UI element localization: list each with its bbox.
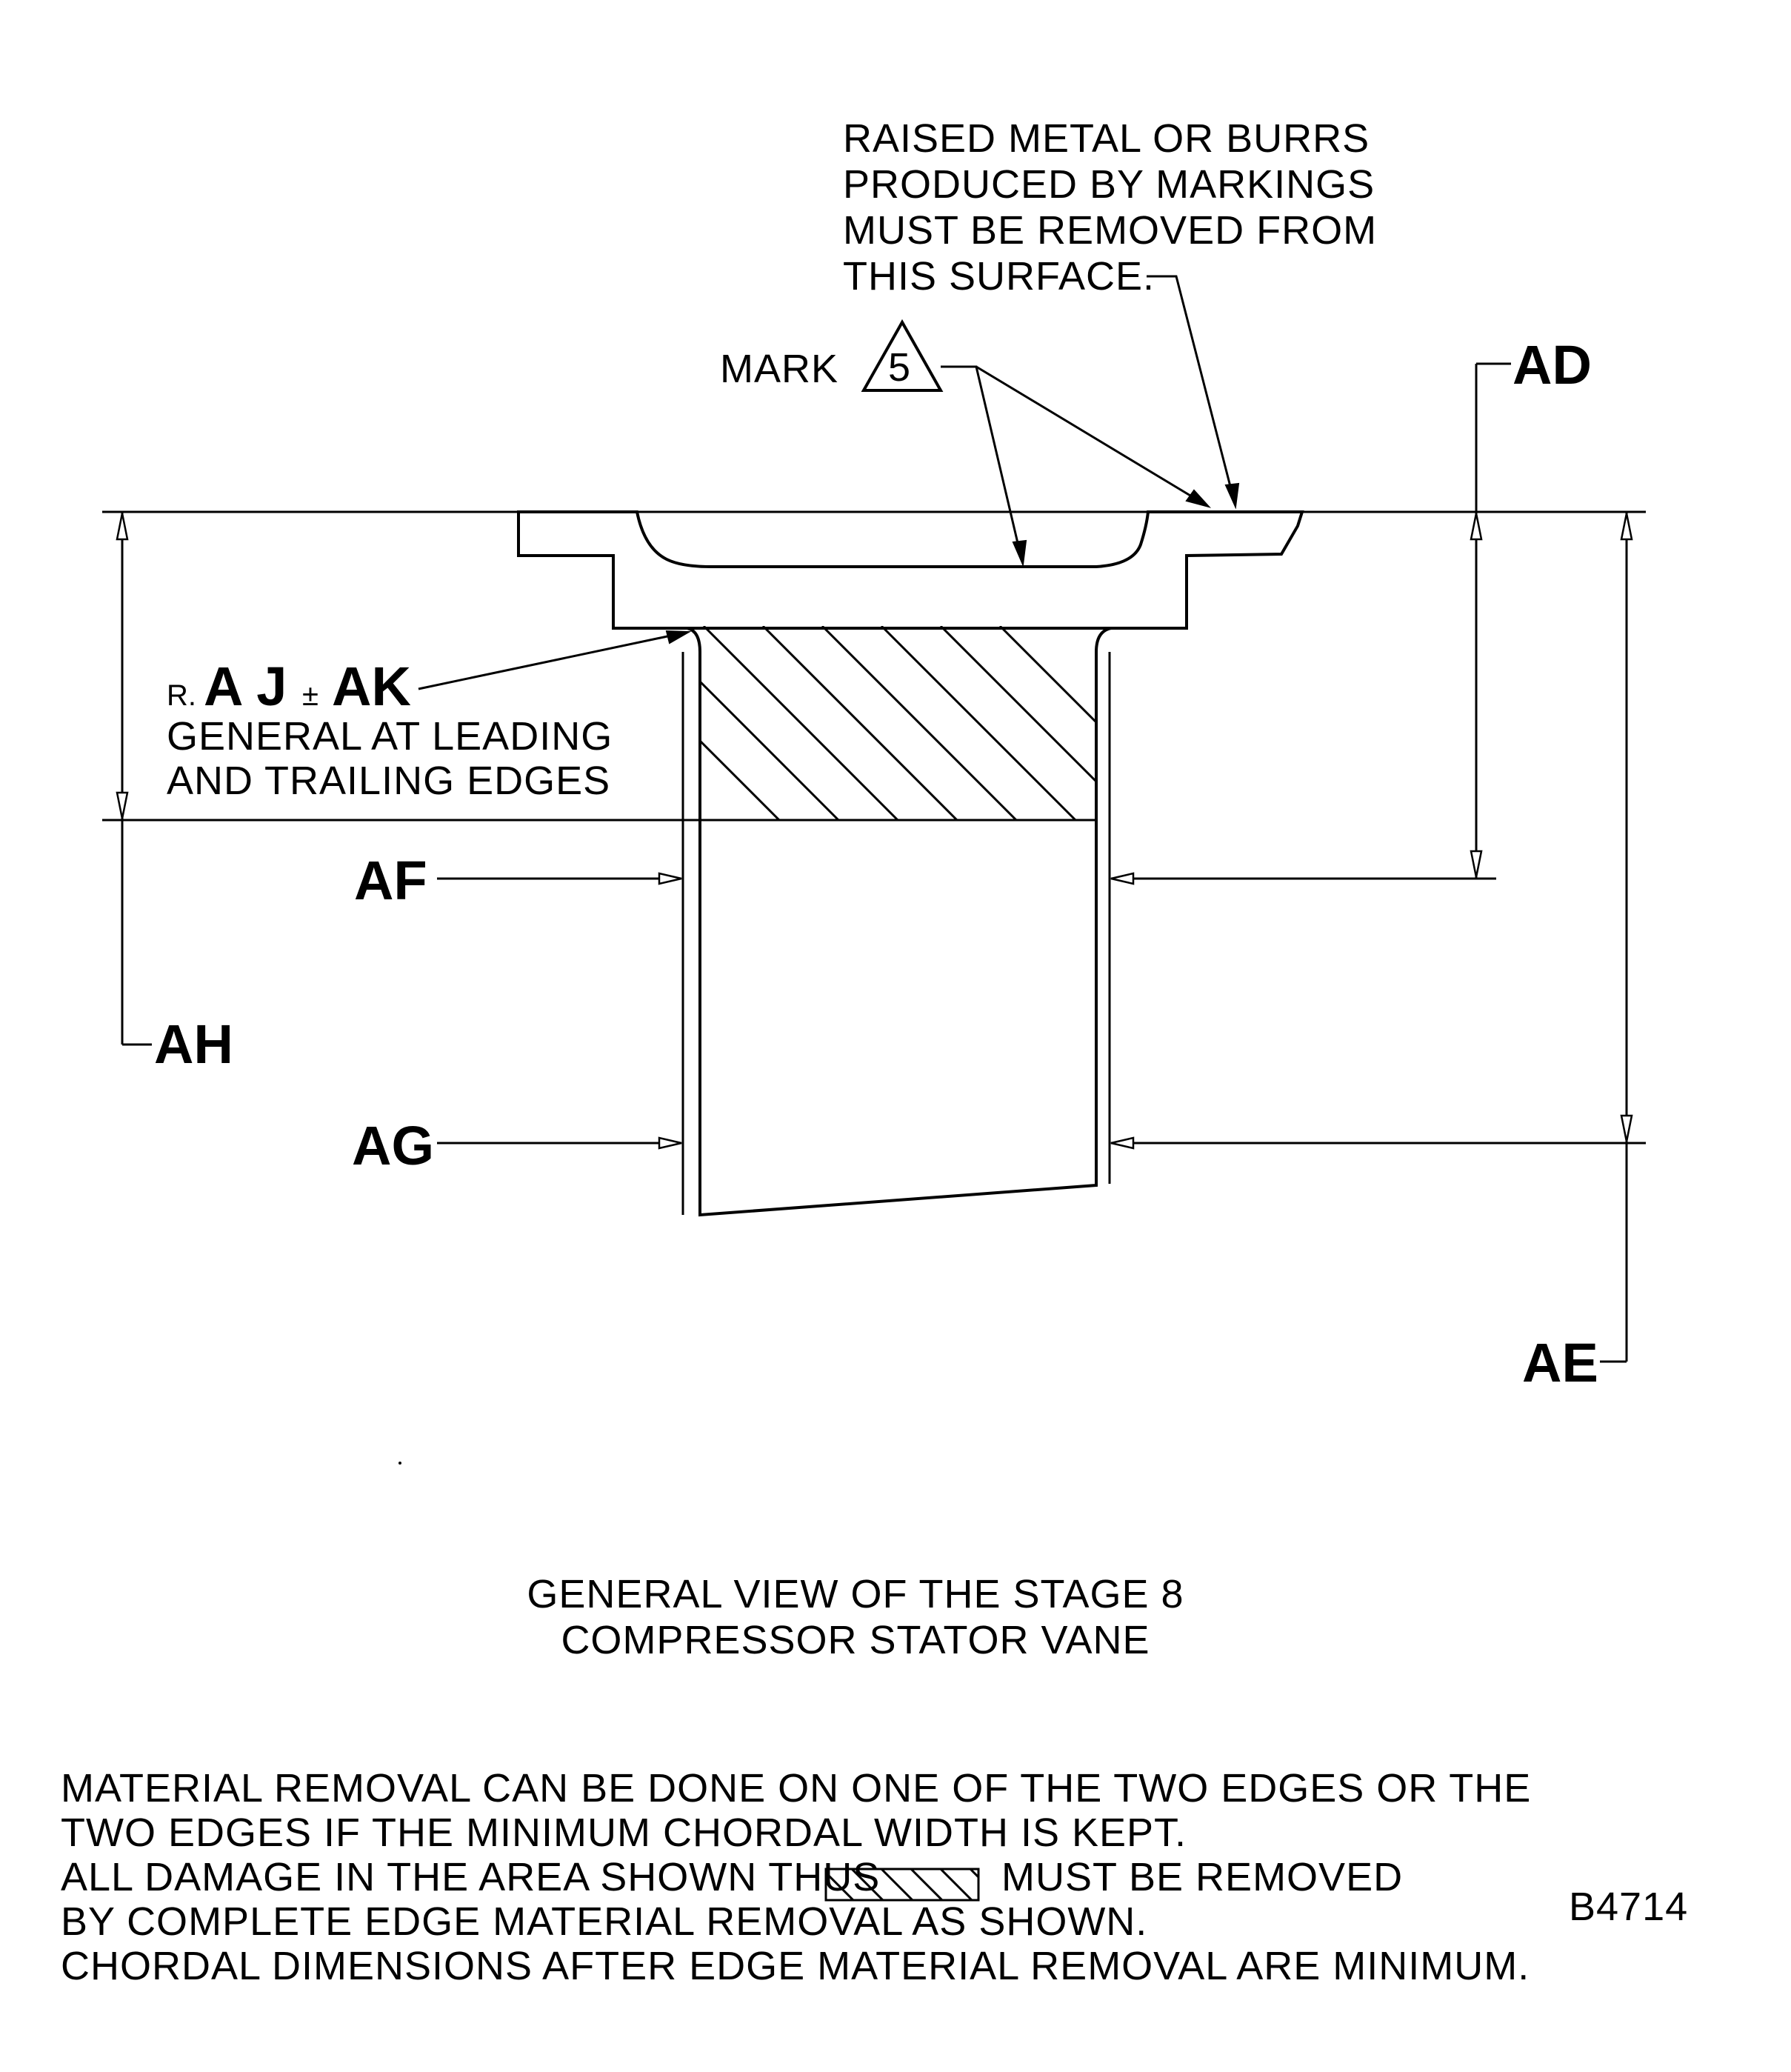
note-line-1: MATERIAL REMOVAL CAN BE DONE ON ONE OF T… bbox=[61, 1766, 1531, 1810]
mark-triangle bbox=[861, 319, 944, 392]
hatch-legend-box bbox=[824, 1868, 980, 1902]
radius-note-line-1: GENERAL AT LEADING bbox=[167, 714, 613, 759]
vane-platform bbox=[517, 510, 1304, 630]
radius-arrowhead bbox=[665, 630, 692, 644]
surface-note-line-4: THIS SURFACE. bbox=[843, 254, 1155, 299]
ag-arrow-left bbox=[658, 1136, 682, 1150]
ag-arrow-right bbox=[1110, 1136, 1135, 1150]
surface-note-line-3: MUST BE REMOVED FROM bbox=[843, 208, 1377, 253]
note-line-5: CHORDAL DIMENSIONS AFTER EDGE MATERIAL R… bbox=[61, 1944, 1530, 1988]
af-arrow-left bbox=[658, 872, 682, 885]
radius-prefix: R. bbox=[167, 679, 196, 712]
surface-note-leader bbox=[1147, 275, 1235, 499]
ref-ad: AD bbox=[1512, 334, 1592, 396]
damage-hatch-area bbox=[700, 626, 1096, 820]
ref-af: AF bbox=[354, 850, 427, 911]
vane-airfoil bbox=[687, 627, 1112, 1217]
mark-leader-1 bbox=[941, 365, 1022, 556]
radius-callout: R. A J ± AK GENERAL AT LEADING AND TRAIL… bbox=[167, 656, 613, 803]
radius-value: A J bbox=[204, 656, 287, 717]
ah-arrow-top bbox=[116, 513, 129, 541]
caption-line-1: GENERAL VIEW OF THE STAGE 8 bbox=[527, 1572, 1184, 1616]
ref-ah: AH bbox=[154, 1013, 233, 1075]
caption-line-2: COMPRESSOR STATOR VANE bbox=[561, 1618, 1150, 1662]
ref-ae: AE bbox=[1522, 1332, 1598, 1393]
note-line-2: TWO EDGES IF THE MINIMUM CHORDAL WIDTH I… bbox=[61, 1810, 1187, 1855]
mark-arrowhead-2 bbox=[1185, 489, 1212, 508]
mark-number: 5 bbox=[888, 345, 911, 390]
ref-ag: AG bbox=[352, 1115, 434, 1176]
ad-arrow-top bbox=[1470, 513, 1483, 541]
ae-arrow-bottom bbox=[1620, 1114, 1633, 1142]
radius-tol-sign: ± bbox=[302, 679, 318, 712]
radius-note-line-2: AND TRAILING EDGES bbox=[167, 759, 610, 803]
mark-label: MARK bbox=[720, 347, 838, 391]
figure-id: B4714 bbox=[1569, 1885, 1688, 1929]
ad-arrow-bottom bbox=[1470, 850, 1483, 878]
note-line-3b: MUST BE REMOVED bbox=[1001, 1855, 1403, 1899]
surface-note: RAISED METAL OR BURRS PRODUCED BY MARKIN… bbox=[843, 116, 1377, 299]
radius-leader bbox=[418, 632, 682, 690]
af-arrow-right bbox=[1110, 872, 1135, 885]
surface-note-arrowhead bbox=[1224, 482, 1240, 510]
note-line-3a: ALL DAMAGE IN THE AREA SHOWN THUS bbox=[61, 1855, 880, 1899]
surface-note-line-2: PRODUCED BY MARKINGS bbox=[843, 162, 1375, 207]
note-line-4: BY COMPLETE EDGE MATERIAL REMOVAL AS SHO… bbox=[61, 1899, 1147, 1944]
surface-note-line-1: RAISED METAL OR BURRS bbox=[843, 116, 1370, 161]
radius-tol-value: AK bbox=[332, 656, 411, 717]
mark-leader-2 bbox=[975, 365, 1202, 504]
ah-arrow-bottom bbox=[116, 791, 129, 819]
ae-arrow-top bbox=[1620, 513, 1633, 541]
mark-arrowhead-1 bbox=[1012, 539, 1027, 567]
general-notes: MATERIAL REMOVAL CAN BE DONE ON ONE OF T… bbox=[61, 1766, 1531, 1988]
speck bbox=[398, 1462, 401, 1465]
